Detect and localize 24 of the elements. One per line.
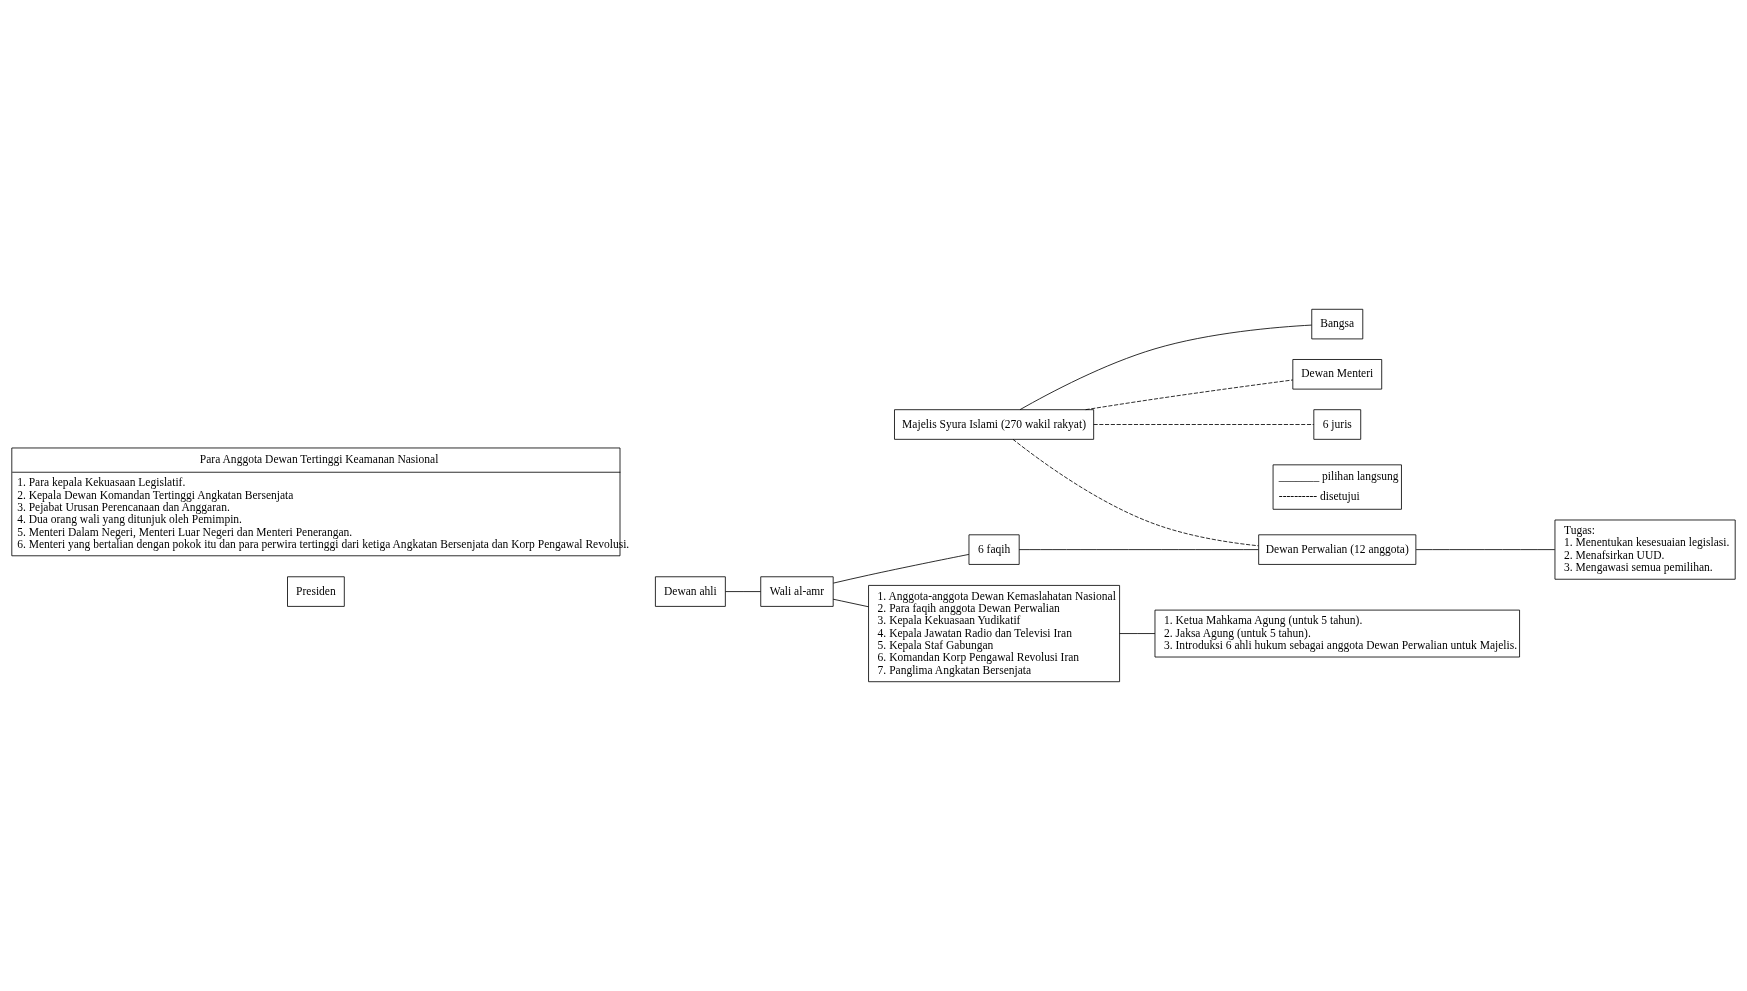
node-box: 6 juris	[1313, 409, 1362, 440]
node-box: Bangsa	[1311, 308, 1364, 340]
node-box: Presiden	[287, 576, 345, 607]
node-box: Tugas: 1. Menentukan kesesuaian legislasi. 2. Menafsirkan UUD. 3. Mengawasi semua pemilihan.	[1554, 519, 1736, 580]
node-box: Dewan Menteri	[1292, 359, 1383, 390]
connector	[725, 591, 762, 592]
node-box: Dewan ahli	[655, 576, 726, 607]
node-box: Dewan Perwalian (12 anggota)	[1258, 534, 1417, 565]
connector	[833, 554, 970, 584]
node-box: Majelis Syura Islami (270 wakil rakyat)	[894, 409, 1095, 440]
connector	[1085, 379, 1294, 411]
legend-label: ---------- disetujui	[1278, 490, 1360, 503]
connector	[1119, 633, 1156, 634]
connector	[1018, 549, 1259, 550]
node-box: 6 faqih	[968, 534, 1020, 565]
node-box: Wali al-amr	[760, 576, 834, 607]
connector	[1019, 324, 1312, 411]
connector	[1093, 424, 1315, 425]
node-box: 1. Anggota-anggota Dewan Kemaslahatan Nasional 2. Para faqih anggota Dewan Perwalian 3. Kepala Kekuasaan Yudikatif 4. Kepala Jawatan Radio dan Televisi Iran 5. Kepala Staf Gabungan 6. Komandan Korp Pengawal Revolusi Iran 7. Panglima Angkatan Bersenjata	[868, 585, 1120, 683]
node-box: 1. Ketua Mahkama Agung (untuk 5 tahun). 2. Jaksa Agung (untuk 5 tahun). 3. Introduksi 6 ahli hukum sebagai anggota Dewan Perwalian untuk Majelis.	[1154, 609, 1520, 658]
connector	[832, 598, 869, 608]
connector	[1012, 438, 1259, 547]
connector	[1415, 549, 1556, 550]
legend-label: _______ pilihan langsung	[1278, 469, 1399, 482]
